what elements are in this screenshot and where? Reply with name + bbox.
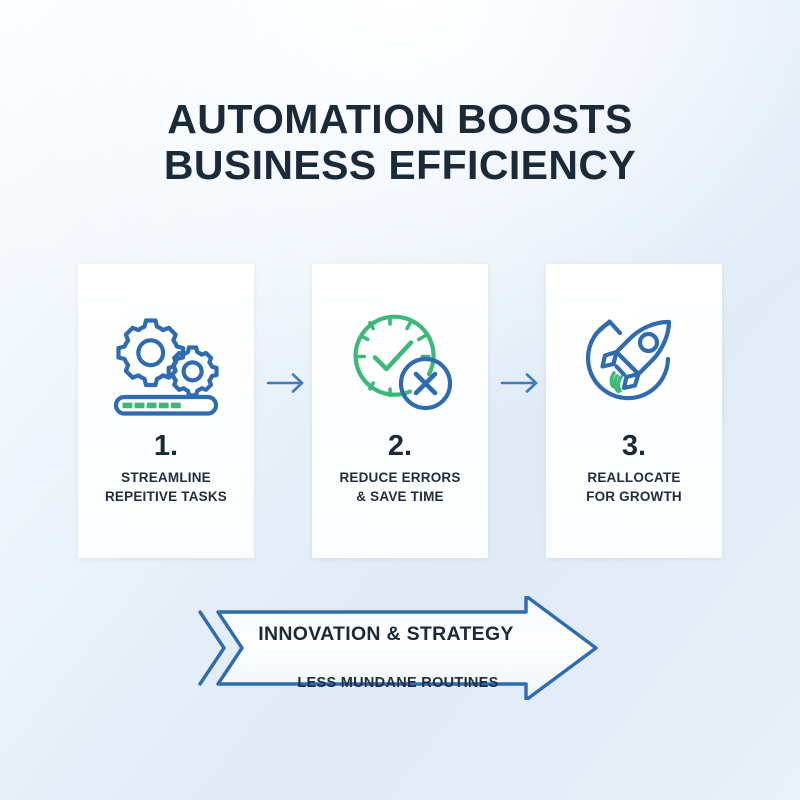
step-number-3: 3.	[621, 430, 647, 462]
step-label-2-line-1: REDUCE ERRORS	[339, 470, 461, 485]
step-card-1[interactable]: 1. STREAMLINE REPEITIVE TASKS	[78, 264, 254, 558]
step-label-3-line-1: REALLOCATE	[587, 470, 681, 485]
step-card-2[interactable]: 2. REDUCE ERRORS & SAVE TIME	[312, 264, 488, 558]
banner-subtitle: LESS MUNDANE ROUTINES	[297, 675, 499, 691]
banner-title: INNOVATION & STRATEGY	[258, 623, 514, 645]
step-number-1: 1.	[153, 430, 179, 462]
step-label-3: REALLOCATE FOR GROWTH	[546, 468, 722, 506]
step-label-2-line-2: & SAVE TIME	[356, 489, 444, 504]
step-label-1-line-2: REPEITIVE TASKS	[104, 489, 228, 504]
banner-arrow: INNOVATION & STRATEGY LESS MUNDANE ROUTI…	[196, 594, 600, 702]
page-title: AUTOMATION BOOSTS BUSINESS EFFICIENCY	[0, 96, 800, 188]
page-title-line-2: BUSINESS EFFICIENCY	[163, 142, 637, 188]
steps-row: 1. STREAMLINE REPEITIVE TASKS	[78, 264, 722, 558]
page-title-line-1: AUTOMATION BOOSTS	[167, 96, 633, 142]
step-label-3-line-2: FOR GROWTH	[586, 489, 682, 504]
gears-progress-icon	[78, 300, 254, 420]
step-label-1-line-1: STREAMLINE	[121, 470, 211, 485]
connector-arrow-2	[500, 371, 544, 395]
step-card-3[interactable]: 3. REALLOCATE FOR GROWTH	[546, 264, 722, 558]
step-label-1: STREAMLINE REPEITIVE TASKS	[78, 468, 254, 506]
connector-arrow-1	[266, 371, 310, 395]
rocket-cycle-icon	[546, 300, 722, 420]
step-number-2: 2.	[387, 430, 413, 462]
step-label-2: REDUCE ERRORS & SAVE TIME	[312, 468, 488, 506]
clock-check-error-icon	[312, 300, 488, 420]
